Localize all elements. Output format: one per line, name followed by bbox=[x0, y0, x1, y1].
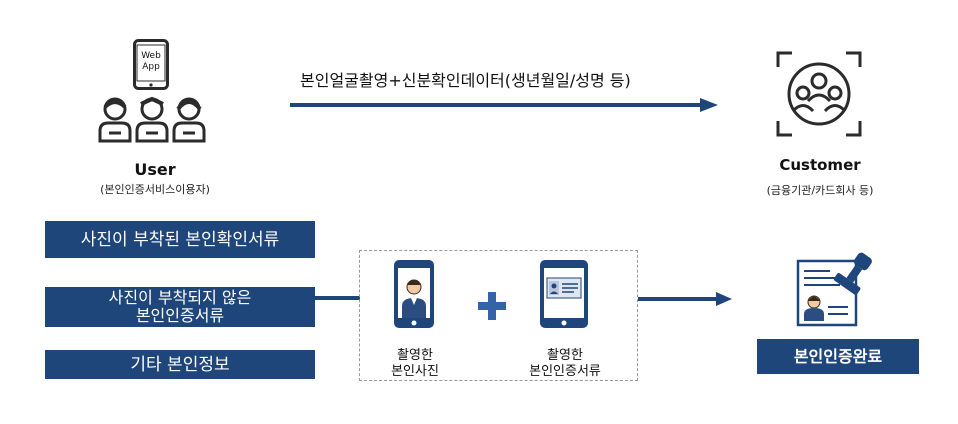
flow-text: 본인얼굴촬영+신분확인데이터(생년월일/성명 등) bbox=[300, 71, 631, 90]
doc-box-no-photo-id: 사진이 부착되지 않은 본인인증서류 bbox=[45, 287, 315, 327]
capture-region bbox=[359, 250, 638, 381]
phone-photo-icon bbox=[394, 260, 434, 328]
web-app-phone-icon: Web App bbox=[133, 39, 169, 90]
connector-line bbox=[315, 296, 360, 300]
doc-box-other-info: 기타 본인정보 bbox=[45, 350, 315, 379]
customer-title: Customer bbox=[779, 156, 861, 174]
verification-complete-badge: 본인인증완료 bbox=[757, 339, 919, 374]
top-flow-arrow bbox=[290, 97, 720, 112]
doc-box-photo-id: 사진이 부착된 본인확인서류 bbox=[45, 221, 315, 258]
phone-label-app: App bbox=[142, 62, 160, 72]
customer-subtitle: (금융기관/카드회사 등) bbox=[766, 184, 874, 197]
phone-label-web: Web bbox=[141, 51, 161, 61]
captured-document-label: 촬영한 본인인증서류 bbox=[529, 348, 601, 379]
users-group-icon bbox=[97, 95, 207, 143]
user-title: User bbox=[134, 160, 176, 179]
user-subtitle: (본인인증서비스이용자) bbox=[100, 183, 210, 196]
certified-document-icon bbox=[790, 247, 880, 327]
result-arrow bbox=[638, 291, 734, 306]
captured-photo-label: 촬영한 본인사진 bbox=[391, 348, 439, 379]
tablet-document-icon bbox=[540, 260, 588, 328]
plus-icon bbox=[478, 292, 506, 320]
customer-group-icon bbox=[776, 51, 862, 137]
